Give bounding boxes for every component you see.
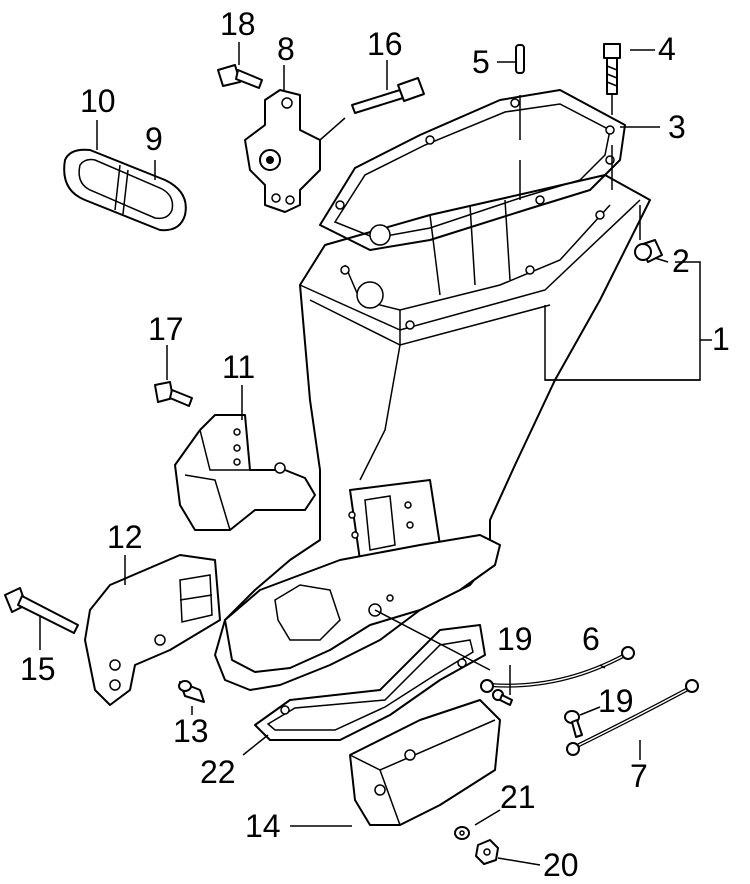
callout-16: 16 — [367, 26, 403, 62]
callout-labels: 1 2 3 4 5 6 7 8 9 10 11 12 13 14 15 16 1… — [20, 6, 730, 883]
part-16-bolt — [351, 77, 425, 114]
callout-10: 10 — [80, 83, 116, 119]
callout-12: 12 — [107, 519, 143, 555]
callout-19-upper: 19 — [497, 621, 533, 657]
part-6-ground-lead — [480, 646, 635, 693]
callout-6: 6 — [582, 621, 600, 657]
part-11-bracket — [174, 414, 316, 531]
callout-5: 5 — [472, 44, 490, 80]
part-7-ground-lead — [566, 679, 699, 756]
callout-20: 20 — [543, 847, 579, 883]
callout-18: 18 — [220, 6, 256, 42]
callout-19-lower: 19 — [598, 683, 634, 719]
callout-8: 8 — [277, 31, 295, 67]
leader-lines — [39, 42, 712, 866]
part-19-screw-upper — [492, 689, 513, 706]
part-22-gasket — [254, 624, 486, 741]
callout-7: 7 — [630, 758, 648, 794]
callout-15: 15 — [20, 651, 56, 687]
callout-22: 22 — [200, 754, 236, 790]
callout-4: 4 — [658, 31, 676, 67]
part-4-bolt — [603, 43, 621, 95]
part-9-10-grommet — [63, 148, 187, 232]
callout-14: 14 — [245, 808, 281, 844]
part-17-bolt — [154, 381, 193, 407]
callout-17: 17 — [148, 311, 184, 347]
callout-13: 13 — [173, 713, 209, 749]
part-5-dowel-pin — [515, 44, 525, 74]
callout-11: 11 — [222, 349, 255, 385]
callout-21: 21 — [500, 779, 536, 815]
part-12-cover — [84, 554, 221, 706]
part-19-screw-lower — [564, 710, 583, 738]
part-13-pin — [178, 680, 205, 703]
callout-2: 2 — [672, 243, 690, 279]
part-21-washer — [454, 826, 470, 840]
part-1-lower-casing — [214, 174, 700, 691]
callout-9: 9 — [145, 121, 163, 157]
callout-1: 1 — [712, 321, 730, 357]
part-8-mount — [244, 89, 321, 213]
part-14-skeg-cover — [349, 699, 501, 826]
part-20-nut — [475, 839, 499, 865]
callout-3: 3 — [668, 109, 686, 145]
part-2-plug — [634, 239, 663, 263]
part-15-bolt — [4, 587, 79, 634]
part-18-bolt — [217, 64, 263, 89]
